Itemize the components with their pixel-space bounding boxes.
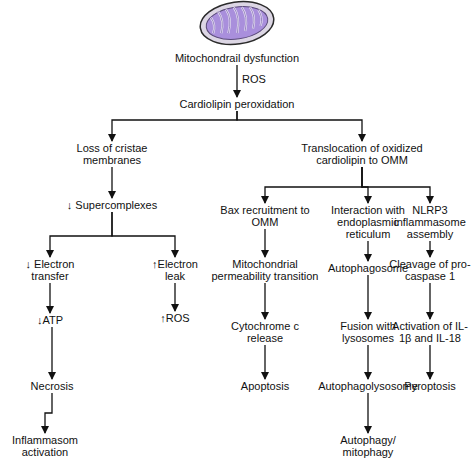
step-text: Autophagy/ mitophagy [323, 434, 413, 458]
step-text: Cleavage of pro-caspase 1 [387, 258, 473, 282]
flow-arrow [265, 167, 362, 203]
step-text: ↑Electron leak [144, 258, 206, 282]
step-text: Bax recruitment to OMM [215, 204, 315, 228]
step-text: Cardiolipin peroxidation [157, 98, 317, 110]
flow-step: ↓ATP [20, 314, 80, 326]
flow-step: Apoptosis [225, 380, 305, 392]
step-text: Mitochondrial permeability transition [206, 258, 324, 282]
flow-arrow [50, 212, 112, 257]
flow-arrow [429, 241, 430, 257]
step-text: Autophagolysosome [318, 380, 418, 392]
step-text: Activation of IL-1β and IL-18 [387, 320, 473, 344]
flow-arrow [111, 167, 112, 198]
flow-arrow [174, 283, 175, 311]
flow-arrow [237, 111, 362, 141]
step-text: Loss of cristae membranes [62, 142, 162, 166]
step-text: ↑ROS [145, 312, 205, 324]
flow-arrow [51, 327, 52, 379]
flow-step: Translocation of oxidized cardiolipin to… [292, 142, 432, 166]
flow-step: Inflammasom activation [0, 434, 90, 458]
flow-arrow [362, 167, 430, 203]
step-text: Mitochondrail dysfunction [157, 52, 317, 64]
flow-arrow [367, 393, 368, 433]
flow-step: Cleavage of pro-caspase 1 [387, 258, 473, 282]
flow-step: Activation of IL-1β and IL-18 [387, 320, 473, 344]
step-text: Inflammasom activation [0, 434, 90, 458]
step-text: Cytochrome c release [225, 320, 305, 344]
flow-step: Loss of cristae membranes [62, 142, 162, 166]
flow-arrow [367, 241, 368, 261]
step-text: Translocation of oxidized cardiolipin to… [292, 142, 432, 166]
step-text: ↓ATP [20, 314, 80, 326]
flow-arrow [367, 275, 368, 319]
step-text: Pyroptosis [387, 380, 473, 392]
flow-arrow [112, 212, 175, 257]
flow-arrow [49, 283, 50, 313]
flow-step: Cardiolipin peroxidation [157, 98, 317, 110]
flow-step: NLRP3 inflammasome assembly [387, 204, 473, 240]
flow-arrow [264, 283, 265, 319]
step-text: ↓ Supercomplexes [57, 199, 167, 211]
flow-step: Pyroptosis [387, 380, 473, 392]
flow-arrow [264, 345, 265, 379]
flow-step: ↓ Electron transfer [15, 258, 85, 282]
step-text: Apoptosis [225, 380, 305, 392]
step-text: ↓ Electron transfer [15, 258, 85, 282]
flow-step: Autophagy/ mitophagy [323, 434, 413, 458]
flow-arrow [429, 283, 430, 319]
arrow-label: ROS [242, 73, 266, 85]
flow-step: Mitochondrail dysfunction [157, 52, 317, 64]
mitochondrion-illustration [197, 0, 276, 49]
flow-arrow [367, 345, 368, 379]
flow-step: Bax recruitment to OMM [215, 204, 315, 228]
flow-step: Necrosis [17, 380, 87, 392]
flow-step: ↑ROS [145, 312, 205, 324]
flow-arrow [112, 111, 237, 141]
step-text: NLRP3 inflammasome assembly [387, 204, 473, 240]
step-text: Necrosis [17, 380, 87, 392]
flow-arrow [264, 229, 265, 257]
flow-step: Mitochondrial permeability transition [206, 258, 324, 282]
flow-arrow [429, 345, 430, 379]
flow-arrow [362, 167, 368, 203]
flow-step: Cytochrome c release [225, 320, 305, 344]
flow-arrow [236, 65, 237, 97]
flow-arrow [45, 393, 52, 433]
flow-step: ↓ Supercomplexes [57, 199, 167, 211]
flow-step: ↑Electron leak [144, 258, 206, 282]
flow-step: Autophagolysosome [318, 380, 418, 392]
